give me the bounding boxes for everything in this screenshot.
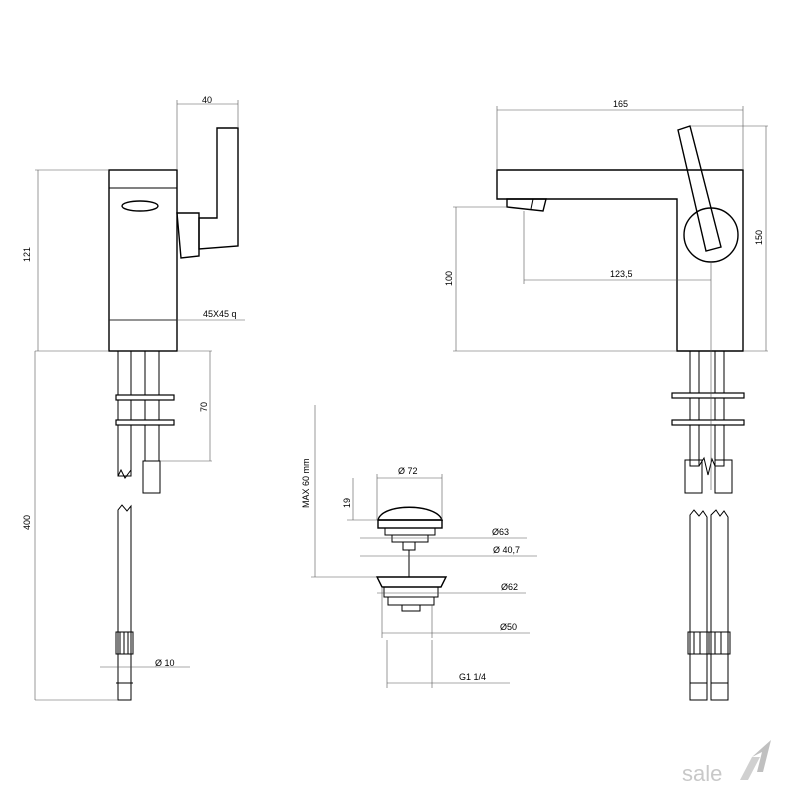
side-hose-left [117, 350, 132, 477]
dim-section: 45X45 q [203, 309, 237, 319]
front-handle-knob [683, 207, 739, 263]
drain-cap [377, 506, 443, 521]
front-view: 165 150 100 123,5 [444, 99, 768, 701]
dim-drain-max: MAX 60 mm [301, 458, 311, 508]
front-body [496, 169, 744, 352]
side-hose-lower [117, 504, 132, 701]
dim-side-width: 40 [202, 95, 212, 105]
dim-drain-thread: G1 1/4 [459, 672, 486, 682]
dim-drain-d62: Ø62 [501, 582, 518, 592]
dim-drain-d50: Ø50 [500, 622, 517, 632]
side-body [108, 169, 178, 352]
front-handle-lever [677, 125, 722, 252]
dim-front-width: 165 [613, 99, 628, 109]
front-aerator [506, 198, 547, 212]
front-clamp-plate [671, 392, 745, 399]
drain-view: MAX 60 mm Ø 72 19 Ø63 Ø 40,7 Ø62 Ø50 G1 … [301, 405, 537, 688]
side-handle [198, 127, 239, 250]
logo-mark-icon [740, 757, 760, 780]
sale-logo: sale [682, 740, 771, 786]
dim-hose-diameter: Ø 10 [155, 658, 175, 668]
dim-hose-top: 70 [199, 402, 209, 412]
dim-front-height: 150 [754, 230, 764, 245]
dim-drain-d40: Ø 40,7 [493, 545, 520, 555]
dim-drain-d63: Ø63 [492, 527, 509, 537]
drain-body [375, 576, 448, 588]
dim-hose-length: 400 [22, 515, 32, 530]
dim-spout-height: 100 [444, 271, 454, 286]
side-clamp-plate [115, 394, 175, 401]
side-view: 40 121 45X45 q 70 400 Ø 10 [22, 95, 245, 701]
drain-stem [402, 541, 416, 551]
dim-drain-d72: Ø 72 [398, 466, 418, 476]
dim-side-height: 121 [22, 247, 32, 262]
side-aerator [121, 200, 159, 212]
dim-drain-19: 19 [342, 498, 352, 508]
logo-text: sale [682, 761, 722, 786]
front-hose-lower [689, 509, 708, 701]
dim-spout-reach: 123,5 [610, 269, 633, 279]
front-hose-left [689, 350, 700, 467]
